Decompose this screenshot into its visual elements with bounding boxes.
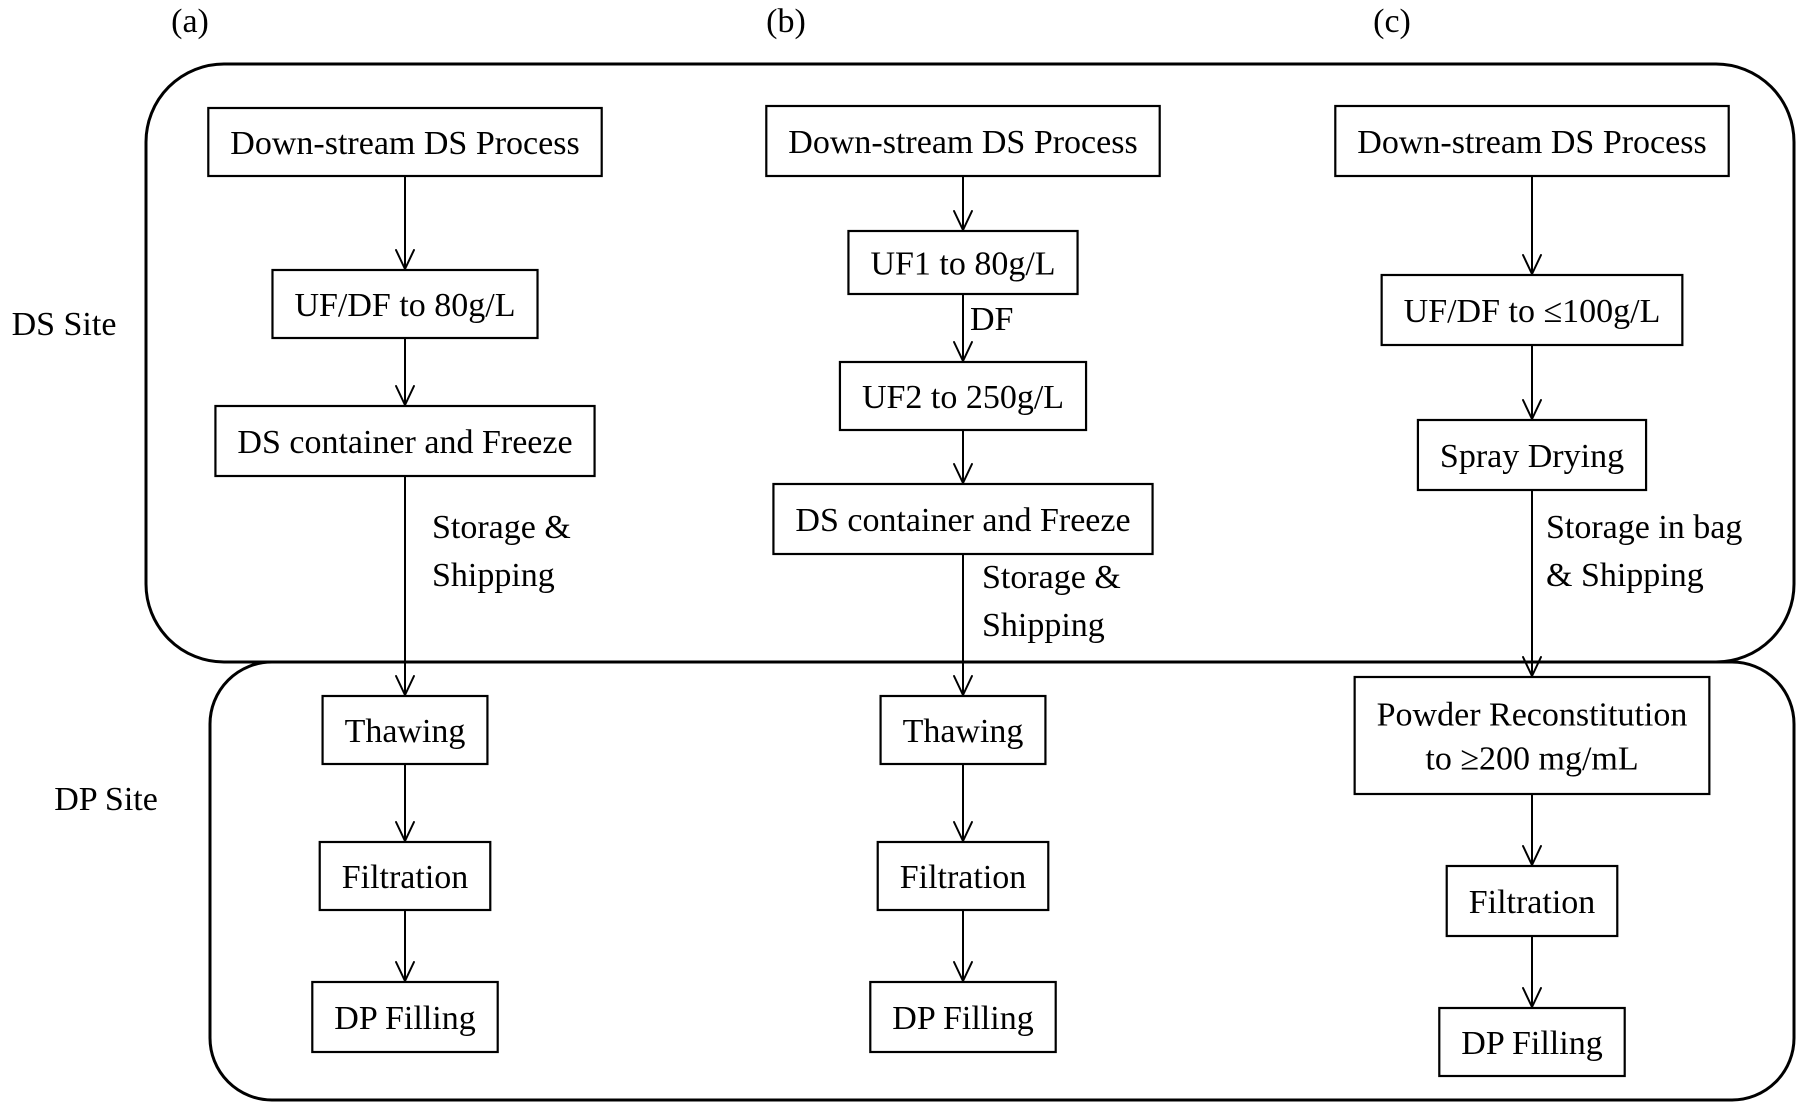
process-box-label: Down-stream DS Process	[1357, 124, 1706, 161]
process-box-label: Spray Drying	[1440, 438, 1624, 475]
process-box	[847, 229, 1079, 296]
panel-label-b: (b)	[766, 3, 806, 40]
panel-label-a: (a)	[171, 3, 209, 40]
process-box	[838, 360, 1088, 432]
process-box-label: UF2 to 250g/L	[862, 379, 1064, 416]
process-box-label: to ≥200 mg/mL	[1425, 741, 1638, 778]
process-box-label: DS container and Freeze	[795, 502, 1130, 539]
process-box-label: Filtration	[1469, 884, 1596, 921]
ds-site-label: DS Site	[12, 306, 117, 343]
process-box	[1416, 418, 1648, 492]
edge-label: & Shipping	[1546, 557, 1704, 594]
edge-label: Storage &	[982, 559, 1121, 596]
process-box-label: DP Filling	[1461, 1025, 1602, 1062]
process-box-label: Down-stream DS Process	[788, 124, 1137, 161]
process-box-label: DP Filling	[892, 1000, 1033, 1037]
process-box	[1353, 675, 1711, 796]
panel-label-c: (c)	[1373, 3, 1411, 40]
edge-label: Shipping	[432, 557, 555, 594]
process-box	[869, 980, 1057, 1054]
process-box	[271, 268, 539, 340]
process-box-label: DS container and Freeze	[237, 424, 572, 461]
process-box	[772, 482, 1154, 556]
process-box-label: Filtration	[900, 859, 1027, 896]
edge-label: Shipping	[982, 607, 1105, 644]
process-box	[1380, 273, 1684, 347]
process-box-label: Thawing	[903, 713, 1024, 750]
process-box	[311, 980, 499, 1054]
process-box-label: Filtration	[342, 859, 469, 896]
process-box-label: UF1 to 80g/L	[870, 246, 1055, 283]
edge-label: Storage in bag	[1546, 509, 1742, 546]
dp-site-label: DP Site	[54, 781, 158, 818]
process-box	[1445, 864, 1619, 938]
process-box-label: Down-stream DS Process	[230, 125, 579, 162]
process-box	[214, 404, 596, 478]
edge-label: Storage &	[432, 509, 571, 546]
process-box-label: UF/DF to 80g/L	[294, 287, 515, 324]
process-box-label: Powder Reconstitution	[1377, 697, 1688, 734]
process-box	[207, 106, 603, 178]
edge-label: DF	[970, 301, 1013, 338]
process-box	[765, 104, 1161, 178]
process-box-label: UF/DF to ≤100g/L	[1404, 293, 1661, 330]
process-box	[318, 840, 492, 912]
process-box	[1438, 1006, 1626, 1078]
process-box	[1334, 104, 1730, 178]
process-box-label: DP Filling	[334, 1000, 475, 1037]
process-box-label: Thawing	[345, 713, 466, 750]
process-box	[321, 694, 489, 766]
dp-site-region	[208, 660, 1796, 1102]
